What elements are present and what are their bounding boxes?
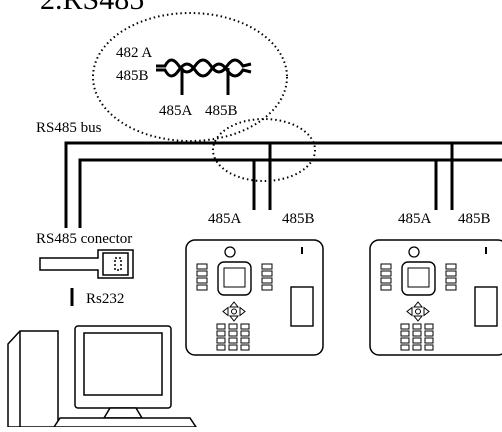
host-computer xyxy=(7,325,198,428)
terminal-1-b-label: 485B xyxy=(282,211,315,227)
rs485-bus xyxy=(64,141,502,228)
terminal-device-1 xyxy=(185,239,324,356)
wire-b-label: 485B xyxy=(116,68,149,84)
section-heading: 2.RS485 xyxy=(40,0,144,16)
rs485-converter xyxy=(39,249,134,279)
twisted-pair-callout: 482 A 485B 485A 485B xyxy=(92,12,288,142)
wire-a-label: 482 A xyxy=(116,45,152,61)
serial-label: Rs232 xyxy=(86,291,124,307)
callout-ellipse xyxy=(92,12,288,142)
terminal-drop-lines xyxy=(252,143,454,210)
terminal-2-b-label: 485B xyxy=(458,211,491,227)
tap-b-label: 485B xyxy=(205,103,238,119)
terminal-device-2 xyxy=(369,239,502,356)
bus-label: RS485 bus xyxy=(36,120,102,136)
tap-a-label: 485A xyxy=(159,103,193,119)
twisted-pair-wires xyxy=(156,58,252,78)
terminal-2-a-label: 485A xyxy=(398,211,432,227)
converter-label: RS485 conector xyxy=(36,231,132,247)
tap-highlight-ellipse xyxy=(212,118,316,182)
terminal-1-a-label: 485A xyxy=(208,211,242,227)
